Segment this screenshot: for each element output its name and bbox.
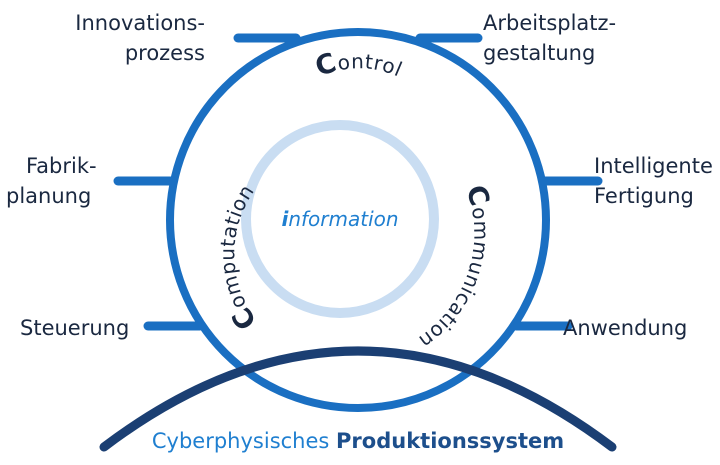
information-rest: nformation bbox=[288, 207, 398, 231]
label-factory-line1: Fabrik- bbox=[26, 154, 97, 178]
inner-ring bbox=[241, 120, 439, 318]
spokes bbox=[113, 33, 603, 331]
label-factory-line2: planung bbox=[6, 184, 91, 208]
control-rest: ontrol bbox=[336, 49, 406, 81]
base-caption: Cyberphysisches Produktionssystem bbox=[152, 429, 564, 453]
label-workplace-line2: gestaltung bbox=[483, 41, 595, 65]
base-arc bbox=[99, 346, 617, 452]
base-caption-regular: Cyberphysisches bbox=[152, 429, 336, 453]
base-caption-bold: Produktionssystem bbox=[336, 429, 564, 453]
communication-rest: ommunication bbox=[414, 205, 493, 354]
label-smart-line2: Fertigung bbox=[594, 184, 694, 208]
label-innovation-line1: Innovations- bbox=[75, 11, 205, 35]
information-initial: i bbox=[281, 207, 289, 231]
label-smart-line1: Intelligente bbox=[594, 154, 713, 178]
outer-ring bbox=[166, 28, 550, 412]
label-innovation-line2: prozess bbox=[125, 41, 205, 65]
arc-label-control: Control bbox=[312, 47, 407, 83]
center-information: information bbox=[281, 207, 398, 231]
label-anwendung: Anwendung bbox=[563, 316, 687, 340]
label-workplace-line1: Arbeitsplatz- bbox=[483, 11, 616, 35]
label-steuerung: Steuerung bbox=[20, 316, 129, 340]
